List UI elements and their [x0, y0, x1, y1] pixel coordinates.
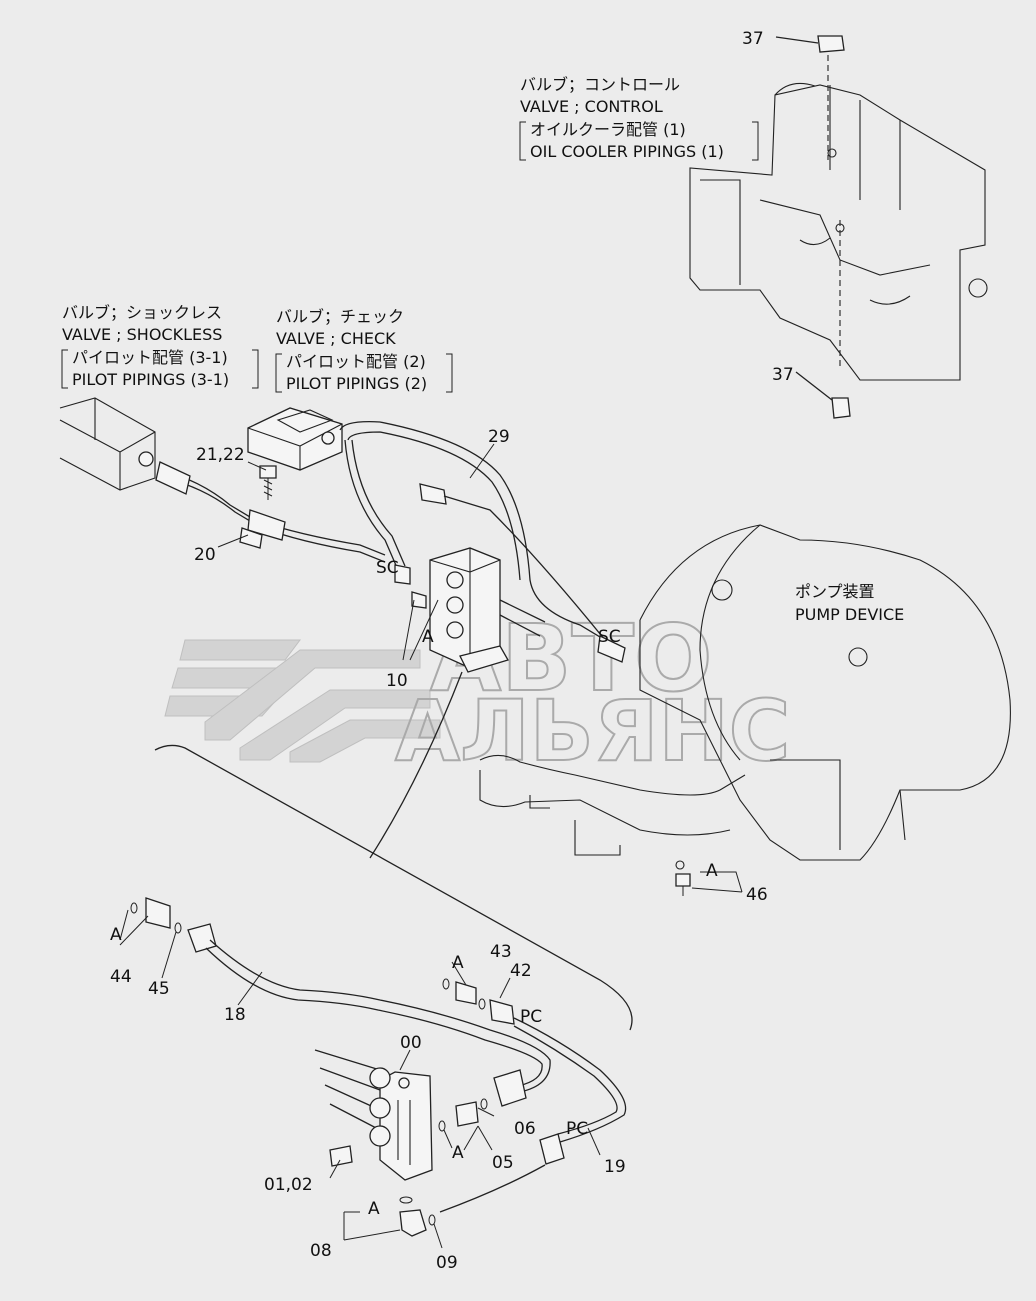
marker-pc-top: PC	[520, 1007, 542, 1027]
marker-a-44: A	[110, 925, 122, 945]
marker-a-05: A	[452, 1143, 464, 1163]
part-number-09: 09	[436, 1253, 458, 1273]
control-valve-drawing	[689, 35, 988, 419]
shockless-bracket-left	[61, 349, 68, 389]
part-number-37-bottom: 37	[772, 365, 794, 385]
marker-a-46: A	[706, 861, 718, 881]
watermark-logo	[164, 639, 441, 763]
control-valve-en: VALVE ; CONTROL	[520, 97, 663, 116]
part-number-05: 05	[492, 1153, 514, 1173]
part-number-42: 42	[510, 961, 532, 981]
check-valve-jp: バルブ；チェック	[276, 307, 404, 326]
part-number-08: 08	[310, 1241, 332, 1261]
detail-leader	[369, 671, 463, 859]
shockless-valve-sub-jp: パイロット配管 (3-1)	[72, 348, 228, 367]
check-valve-sub-jp: パイロット配管 (2)	[286, 352, 426, 371]
check-bracket-left	[275, 353, 282, 393]
part-number-06: 06	[514, 1119, 536, 1139]
part-number-29: 29	[488, 427, 510, 447]
part-number-46: 46	[746, 885, 768, 905]
check-valve-sub-en: PILOT PIPINGS (2)	[286, 374, 427, 393]
check-valve-en: VALVE ; CHECK	[276, 329, 396, 348]
marker-pc-bottom: PC	[566, 1119, 588, 1139]
marker-sc-right: SC	[598, 627, 621, 647]
marker-a-43: A	[452, 953, 464, 973]
shockless-valve-block	[59, 397, 156, 491]
lower-detail-parts	[130, 897, 627, 1237]
check-bracket-right	[446, 353, 453, 393]
shockless-valve-sub-en: PILOT PIPINGS (3-1)	[72, 370, 229, 389]
control-valve-bracket-right	[752, 121, 759, 161]
marker-a-10: A	[422, 627, 434, 647]
part-number-20: 20	[194, 545, 216, 565]
part-number-21-22: 21,22	[196, 445, 245, 465]
control-valve-sub-jp: オイルクーラ配管 (1)	[530, 120, 686, 139]
shockless-valve-en: VALVE ; SHOCKLESS	[62, 325, 222, 344]
pump-device-drawing	[479, 524, 1011, 896]
marker-sc-left: SC	[376, 558, 399, 578]
shockless-bracket-right	[252, 349, 259, 389]
detail-outline	[154, 744, 633, 1031]
pump-device-en: PUMP DEVICE	[795, 605, 904, 624]
leader-37-bottom	[795, 371, 833, 401]
control-valve-jp: バルブ；コントロール	[520, 75, 680, 94]
part-number-37-top: 37	[742, 29, 764, 49]
watermark-line2: АЛЬЯНС	[395, 682, 790, 780]
part-number-01-02: 01,02	[264, 1175, 313, 1195]
leader-lines	[119, 443, 743, 1249]
marker-a-08: A	[368, 1199, 380, 1219]
part-number-19: 19	[604, 1157, 626, 1177]
part-number-18: 18	[224, 1005, 246, 1025]
part-number-43: 43	[490, 942, 512, 962]
part-number-45: 45	[148, 979, 170, 999]
valve-block-10	[429, 547, 546, 673]
part-number-44: 44	[110, 967, 132, 987]
part-number-00: 00	[400, 1033, 422, 1053]
pump-device-jp: ポンプ装置	[795, 582, 875, 601]
upper-piping	[155, 421, 626, 663]
control-valve-bracket-left	[519, 121, 526, 161]
control-valve-sub-en: OIL COOLER PIPINGS (1)	[530, 142, 724, 161]
leader-37-top	[775, 36, 819, 44]
part-number-10: 10	[386, 671, 408, 691]
check-valve-block	[247, 407, 343, 471]
shockless-valve-jp: バルブ；ショックレス	[62, 303, 222, 322]
